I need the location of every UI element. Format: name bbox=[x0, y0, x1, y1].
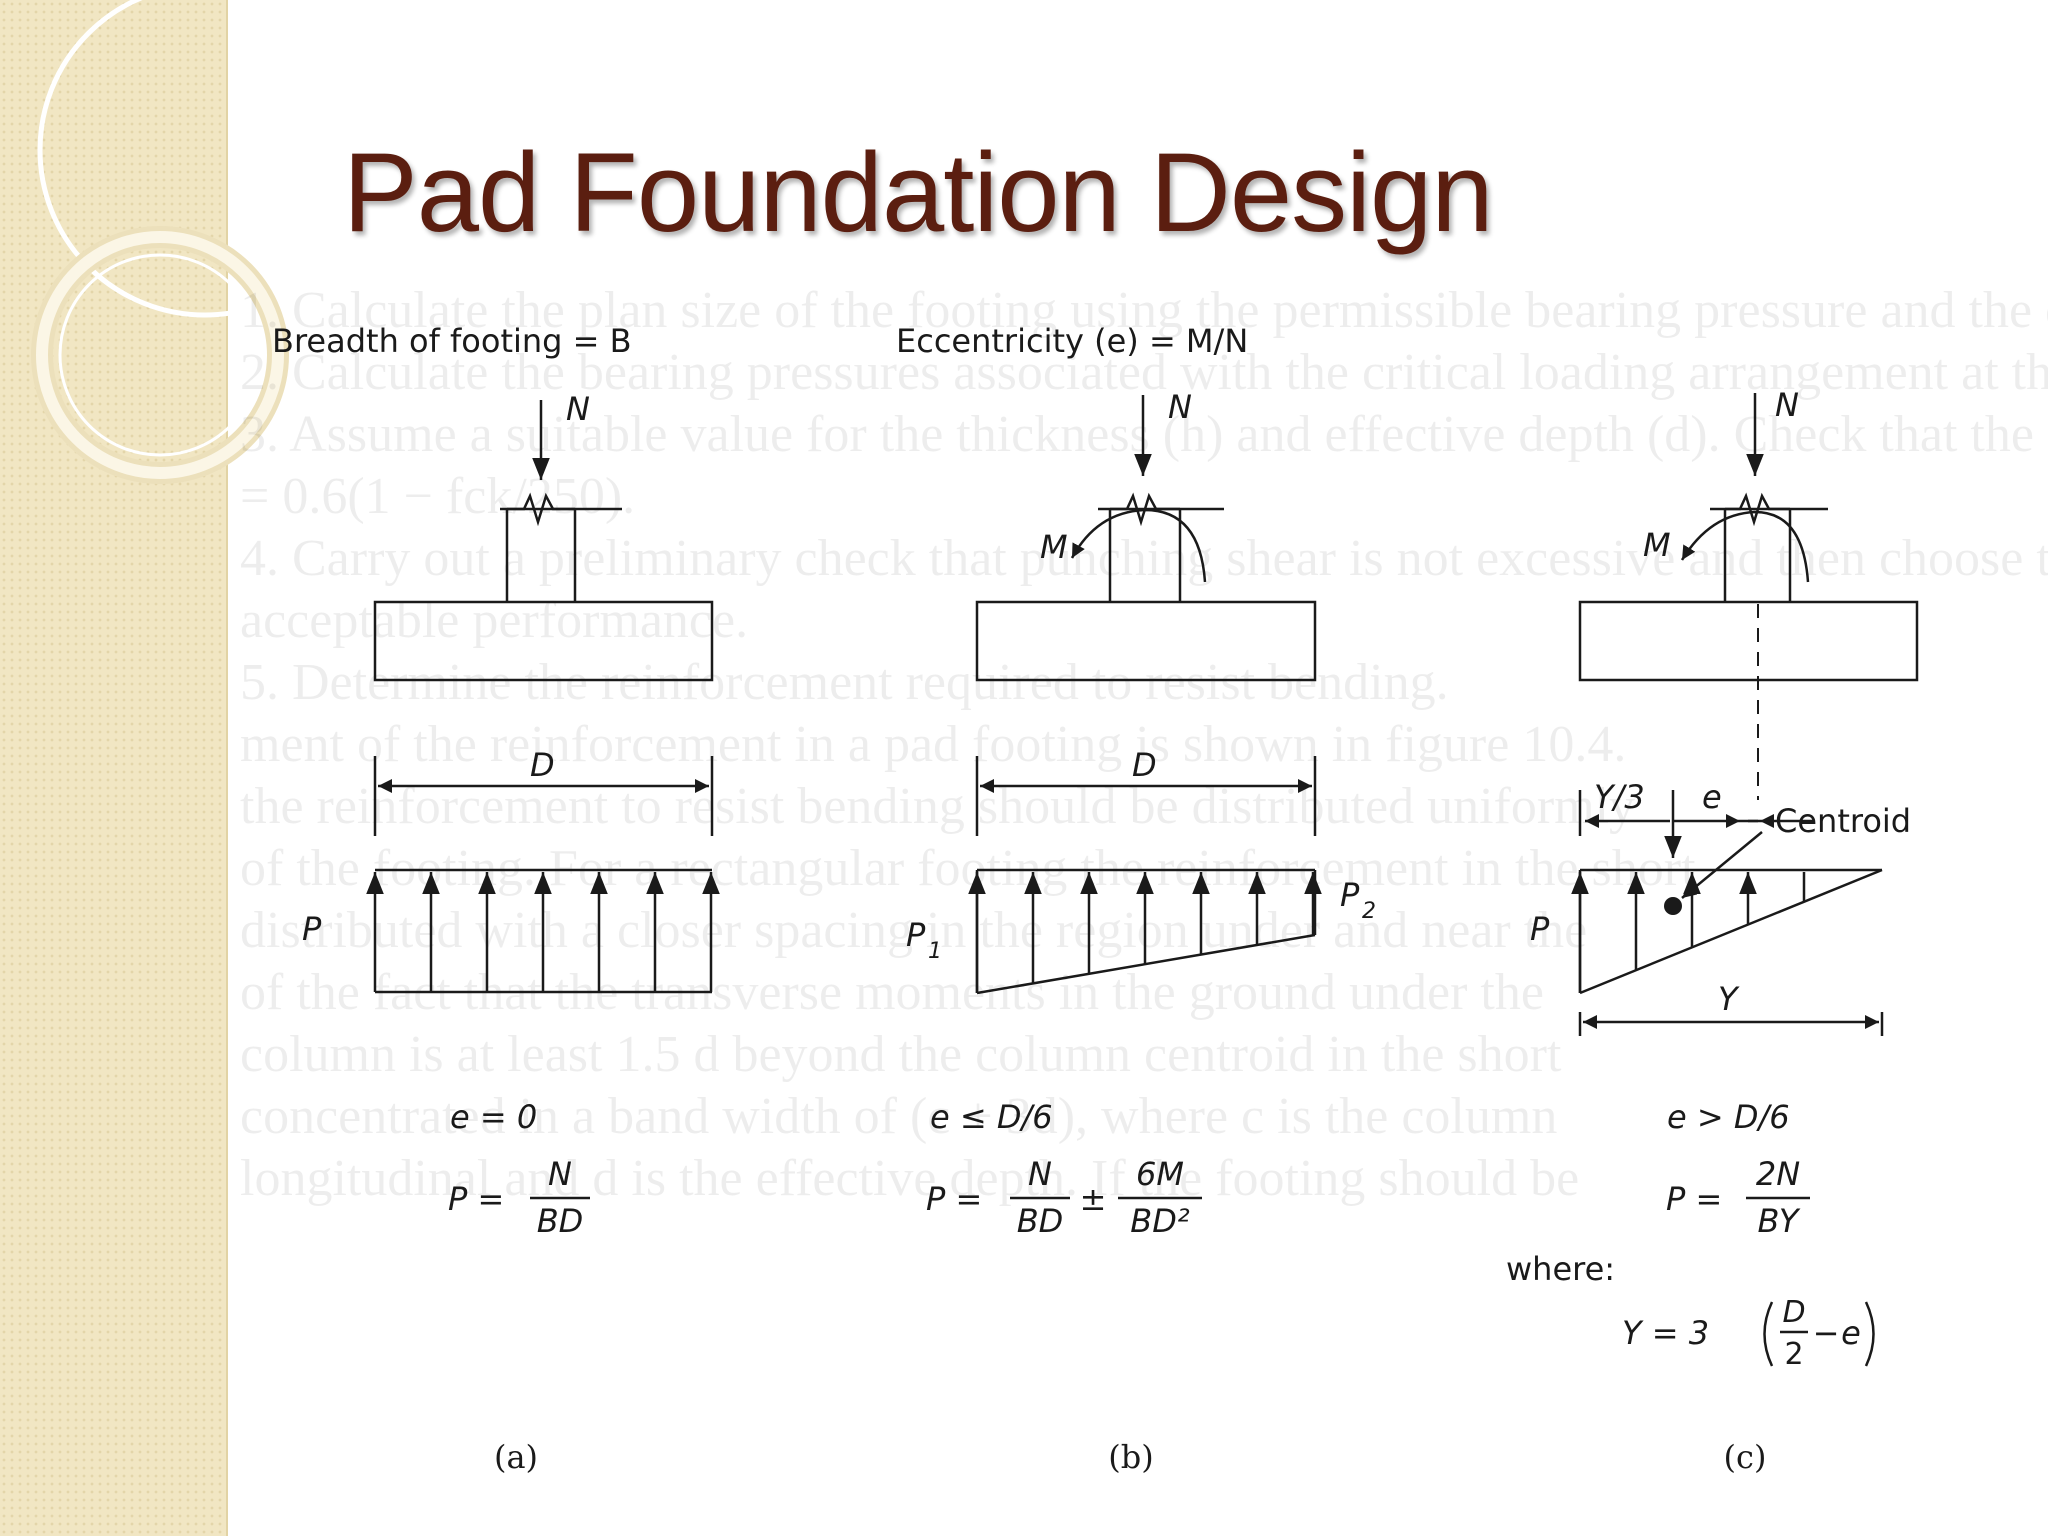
where-denominator: 2 bbox=[1784, 1337, 1803, 1372]
formula-b-numerator-1: N bbox=[1028, 1155, 1052, 1193]
where-label: where: bbox=[1506, 1250, 1615, 1288]
right-paren bbox=[1864, 1301, 1875, 1367]
length-label-b: D bbox=[1132, 746, 1157, 784]
column-break bbox=[507, 492, 575, 527]
moment-arrow bbox=[1070, 508, 1207, 583]
moment-arrow bbox=[1680, 510, 1810, 583]
formula-b-plus-minus: ± bbox=[1080, 1180, 1107, 1218]
bg-line: ment of the reinforcement in a pad footi… bbox=[240, 716, 1627, 773]
load-label-c: N bbox=[1775, 386, 1799, 424]
bg-line: concentrated in a band width of (c + 3d)… bbox=[240, 1088, 1558, 1145]
caption-a: (a) bbox=[494, 1438, 538, 1476]
column-break bbox=[1110, 492, 1180, 527]
breadth-label: Breadth of footing = B bbox=[272, 322, 632, 360]
bg-line: 1. Calculate the plan size of the footin… bbox=[240, 282, 2048, 339]
condition-a: e = 0 bbox=[450, 1098, 537, 1136]
caption-b: (b) bbox=[1108, 1438, 1153, 1476]
large-ring bbox=[37, 0, 330, 318]
formula-c-denominator: BY bbox=[1758, 1202, 1801, 1240]
bg-line: column is at least 1.5 d beyond the colu… bbox=[240, 1026, 1562, 1083]
bg-line: 5. Determine the reinforcement required … bbox=[240, 654, 1449, 711]
panel-c-drawing bbox=[1571, 393, 1919, 1036]
p1-subscript: 1 bbox=[928, 939, 942, 964]
decorative-rings bbox=[31, 0, 330, 484]
length-label-a: D bbox=[530, 746, 555, 784]
load-label-a: N bbox=[566, 390, 590, 428]
e-label: e bbox=[1702, 778, 1722, 816]
bg-line: distributed with a closer spacing in the… bbox=[240, 902, 1588, 959]
bg-line: = 0.6(1 − fck/250). bbox=[240, 468, 636, 525]
p2-subscript: 2 bbox=[1362, 899, 1376, 924]
moment-label-b: M bbox=[1040, 528, 1068, 566]
p1-label: P bbox=[906, 916, 926, 954]
formula-b-lhs: P = bbox=[926, 1180, 982, 1218]
formula-b-denominator-2: BD² bbox=[1130, 1202, 1190, 1240]
sidebar-edge bbox=[226, 0, 228, 1536]
panel-a-drawing bbox=[366, 400, 720, 994]
formula-c-numerator: 2N bbox=[1756, 1155, 1800, 1193]
small-ring bbox=[36, 231, 284, 479]
where-lhs: Y = 3 bbox=[1622, 1314, 1709, 1352]
y3-label: Y/3 bbox=[1594, 778, 1645, 816]
panel-b-drawing bbox=[968, 395, 1322, 995]
eccentricity-label: Eccentricity (e) = M/N bbox=[896, 322, 1248, 360]
moment-label-c: M bbox=[1643, 526, 1671, 564]
where-e: e bbox=[1841, 1314, 1861, 1352]
bg-line: 4. Carry out a preliminary check that pu… bbox=[240, 530, 2048, 587]
condition-b: e ≤ D/6 bbox=[930, 1098, 1053, 1136]
formula-a-numerator: N bbox=[548, 1155, 572, 1193]
centroid-label: Centroid bbox=[1775, 802, 1911, 840]
formula-b-numerator-2: 6M bbox=[1136, 1155, 1184, 1193]
load-label-b: N bbox=[1168, 388, 1192, 426]
formula-c-lhs: P = bbox=[1666, 1180, 1722, 1218]
bg-line: 2. Calculate the bearing pressures assoc… bbox=[240, 344, 2048, 401]
slide-title: Pad Foundation Design bbox=[343, 130, 1494, 255]
formula-a-denominator: BD bbox=[537, 1202, 584, 1240]
footing bbox=[1578, 600, 1919, 682]
column-break bbox=[1725, 492, 1790, 527]
condition-c: e > D/6 bbox=[1667, 1098, 1790, 1136]
bg-line: longitudinal and d is the effective dept… bbox=[240, 1150, 1580, 1207]
formula-b-denominator-1: BD bbox=[1017, 1202, 1064, 1240]
footing bbox=[975, 600, 1317, 682]
formula-a-lhs: P = bbox=[448, 1180, 504, 1218]
left-paren bbox=[1763, 1301, 1774, 1367]
p2-label: P bbox=[1340, 876, 1360, 914]
pressure-label-c: P bbox=[1530, 910, 1550, 948]
where-minus: − bbox=[1813, 1314, 1840, 1352]
footing bbox=[373, 600, 714, 682]
caption-c: (c) bbox=[1724, 1438, 1767, 1476]
y-label: Y bbox=[1718, 980, 1740, 1018]
pressure-label-a: P bbox=[302, 910, 322, 948]
small-ring-inner bbox=[58, 253, 262, 457]
centroid-dot bbox=[1664, 897, 1682, 915]
where-numerator: D bbox=[1782, 1295, 1805, 1330]
centroid-pointer bbox=[1681, 831, 1763, 899]
pressure-base bbox=[1579, 868, 1883, 995]
